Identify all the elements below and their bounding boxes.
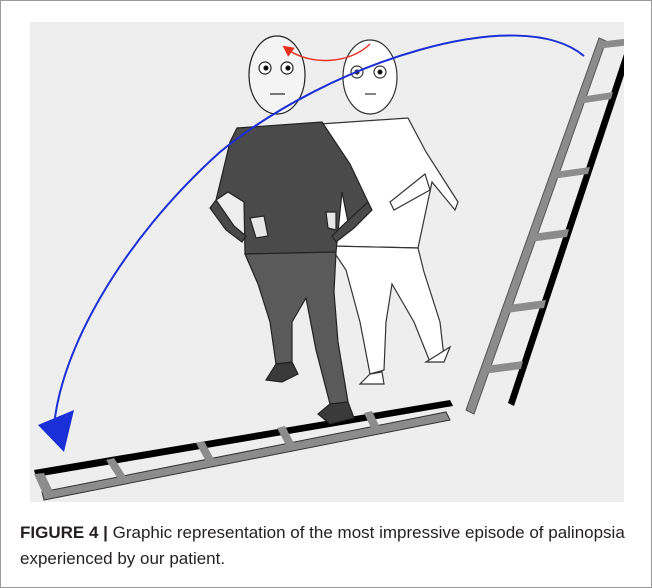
- figure-panel: [30, 22, 624, 502]
- caption-text: Graphic representation of the most impre…: [20, 523, 625, 568]
- floor-ladder: [34, 400, 453, 500]
- figure-caption: FIGURE 4 | Graphic representation of the…: [20, 520, 630, 572]
- vertical-ladder: [466, 36, 624, 414]
- figure-label: FIGURE 4 |: [20, 523, 108, 542]
